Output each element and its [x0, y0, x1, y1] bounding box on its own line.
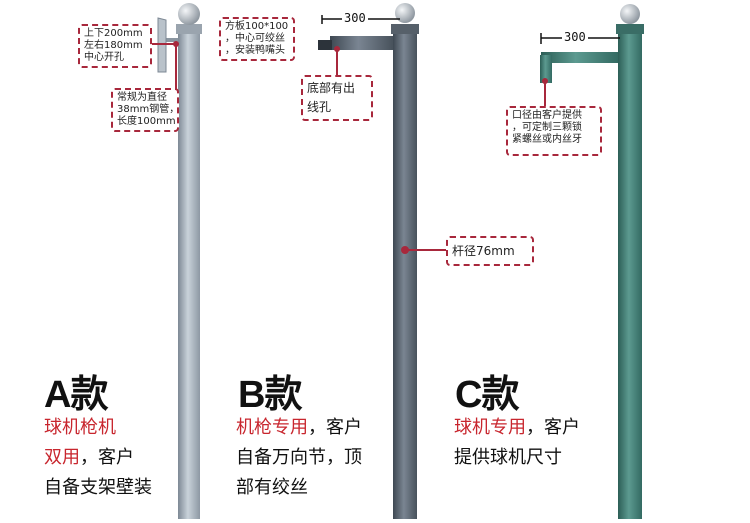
callout-a-pipe: 常规为直径 38mm钢管， 长度100mm [111, 88, 179, 132]
callout-b-rod: 杆径76mm [446, 236, 534, 266]
dimension-c: 300 [562, 30, 588, 44]
desc-b: 机枪专用，客户 自备万向节，顶 部有绞丝 [236, 417, 362, 498]
arm-b [330, 36, 393, 50]
drop-c [540, 55, 552, 83]
pole-c [540, 4, 644, 519]
pole-b [318, 3, 448, 519]
dimension-b: 300 [342, 11, 368, 25]
desc-a: 球机枪机 双用，客户 自备支架壁装 [44, 417, 152, 498]
callout-c-mouth: 口径由客户提供 ，可定制三颗锁 紧螺丝或内丝牙 [506, 106, 602, 156]
callout-b-plate: 方板100*100 ，中心可绞丝 ，安装鸭嘴头 [219, 17, 295, 61]
title-b: B款 [238, 374, 302, 416]
title-c: C款 [455, 374, 519, 416]
pole-a [150, 3, 202, 519]
desc-c: 球机专用，客户 提供球机尺寸 [454, 417, 580, 468]
callout-b-hole: 底部有出 线孔 [301, 75, 373, 121]
bracket-pipe-a [158, 38, 178, 42]
title-a: A款 [44, 374, 108, 416]
callout-a-plate: 上下200mm 左右180mm 中心开孔 [78, 24, 152, 68]
plate-b [318, 40, 332, 50]
arm-c [541, 52, 618, 63]
